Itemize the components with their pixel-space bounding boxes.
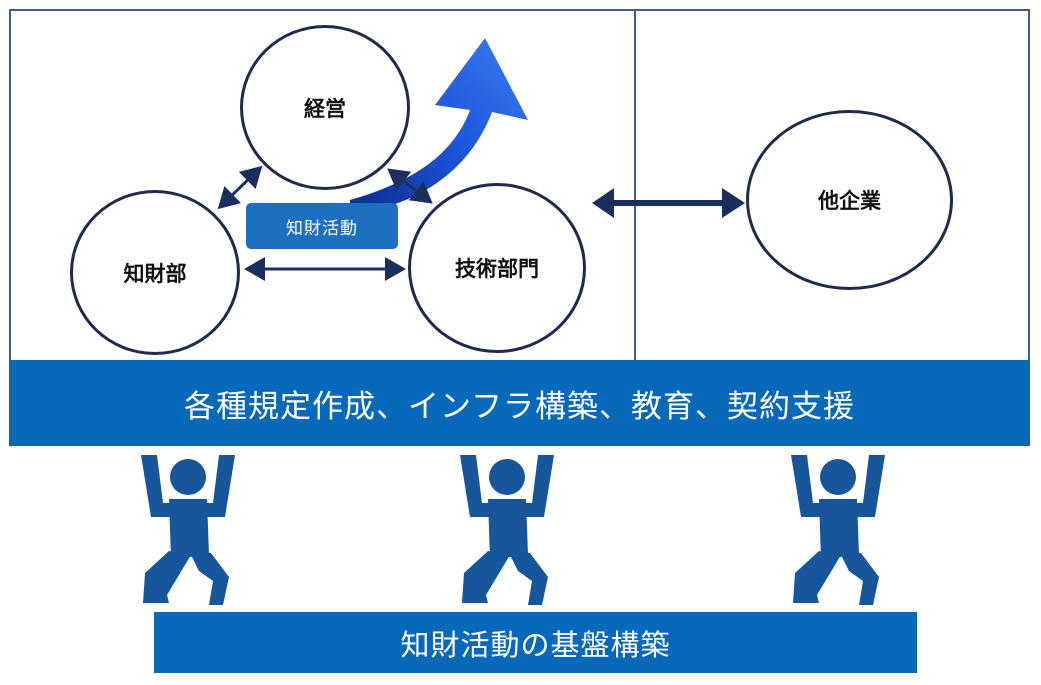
person-lifting-icon (460, 455, 554, 605)
person-lifting-icon (791, 455, 885, 605)
foundation-bar: 知財活動の基盤構築 (154, 612, 917, 673)
person-lifting-icon (141, 455, 235, 605)
